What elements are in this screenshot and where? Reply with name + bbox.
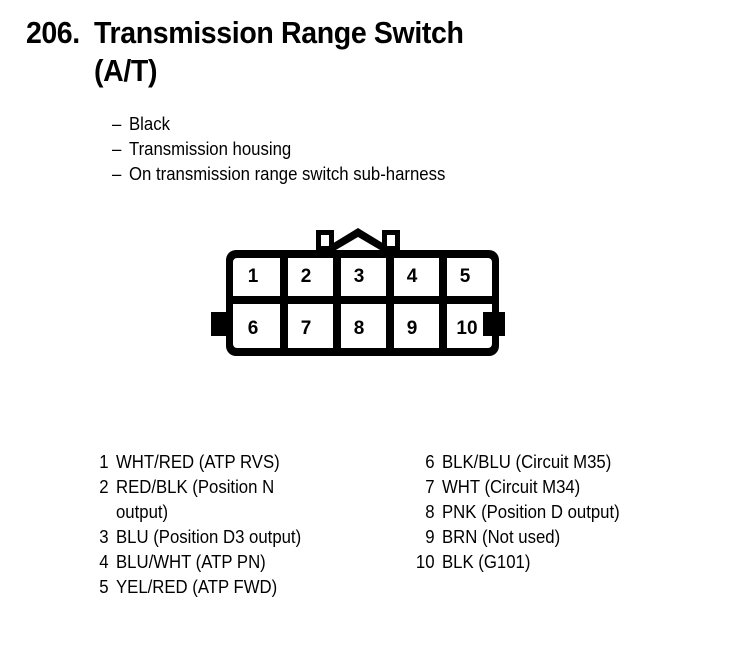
pin-legend-row: 6 BLK/BLU (Circuit M35) [408,450,718,475]
connector-pin-8: 8 [354,318,365,339]
pin-number: 8 [425,502,435,522]
pin-number: 2 [99,477,109,497]
dash-bullet-icon: – [112,114,122,134]
pin-number: 9 [425,527,435,547]
connector-outline [211,228,505,356]
pin-number: 3 [99,527,109,547]
pin-legend-left-column: 1 WHT/RED (ATP RVS) 2 RED/BLK (Position … [82,450,382,600]
attribute-label: On transmission range switch sub-harness [129,164,446,184]
pin-legend-row: 2 RED/BLK (Position N output) [82,475,382,525]
connector-pin-7: 7 [301,318,312,339]
top-tab-right-hole-icon [387,235,395,246]
attribute-label: Transmission housing [129,139,292,159]
connector-attribute-list: – Black – Transmission housing – On tran… [112,112,469,187]
pin-legend-row: 5 YEL/RED (ATP FWD) [82,575,382,600]
pin-legend-row: 4 BLU/WHT (ATP PN) [82,550,382,575]
connector-pin-6: 6 [248,318,259,339]
cell-divider [386,250,394,352]
pin-legend-row: 3 BLU (Position D3 output) [82,525,382,550]
pin-legend-row: 1 WHT/RED (ATP RVS) [82,450,382,475]
cell-divider [280,250,288,352]
pin-description: RED/BLK (Position N output) [116,477,275,522]
pin-description: BLK/BLU (Circuit M35) [442,452,612,472]
connector-pin-3: 3 [354,266,365,287]
pin-description: YEL/RED (ATP FWD) [116,577,278,597]
cell-divider [333,250,341,352]
row-divider [226,296,499,304]
section-title: Transmission Range Switch (A/T) [94,15,464,88]
pin-description: WHT/RED (ATP RVS) [116,452,280,472]
dash-bullet-icon: – [112,164,122,184]
pin-legend-row: 9 BRN (Not used) [408,525,718,550]
pin-legend-right-column: 6 BLK/BLU (Circuit M35) 7 WHT (Circuit M… [408,450,718,575]
connector-pin-2: 2 [301,266,312,287]
cell-divider [439,250,447,352]
connector-pin-10: 10 [456,318,477,339]
pin-description: PNK (Position D output) [442,502,620,522]
pin-description: BLU/WHT (ATP PN) [116,552,266,572]
connector-pin-numbers: 1 2 3 4 5 6 7 8 9 10 [248,266,478,339]
page-title: 206. Transmission Range Switch (A/T) [26,14,586,90]
pin-description: BLU (Position D3 output) [116,527,302,547]
connector-pin-1: 1 [248,266,259,287]
pin-legend-row: 8 PNK (Position D output) [408,500,718,525]
connector-pin-5: 5 [460,266,471,287]
pin-legend-row: 10 BLK (G101) [408,550,718,575]
connector-pin-4: 4 [407,266,418,287]
pin-number: 10 [415,552,435,572]
pin-description: WHT (Circuit M34) [442,477,581,497]
attribute-label: Black [129,114,170,134]
pin-description: BRN (Not used) [442,527,561,547]
pin-number: 4 [99,552,109,572]
pin-number: 7 [425,477,435,497]
attribute-item: – Black [112,112,469,137]
pin-description: BLK (G101) [442,552,531,572]
top-tab-left-hole-icon [321,235,329,246]
pin-legend-row: 7 WHT (Circuit M34) [408,475,718,500]
connector-pin-9: 9 [407,318,418,339]
pin-number: 5 [99,577,109,597]
dash-bullet-icon: – [112,139,122,159]
pin-number: 1 [99,452,109,472]
section-number: 206. [26,15,80,50]
page-header: 206. Transmission Range Switch (A/T) [26,14,586,90]
pin-number: 6 [425,452,435,472]
attribute-item: – On transmission range switch sub-harne… [112,162,469,187]
connector-diagram: 1 2 3 4 5 6 7 8 9 10 [203,226,513,356]
attribute-item: – Transmission housing [112,137,469,162]
